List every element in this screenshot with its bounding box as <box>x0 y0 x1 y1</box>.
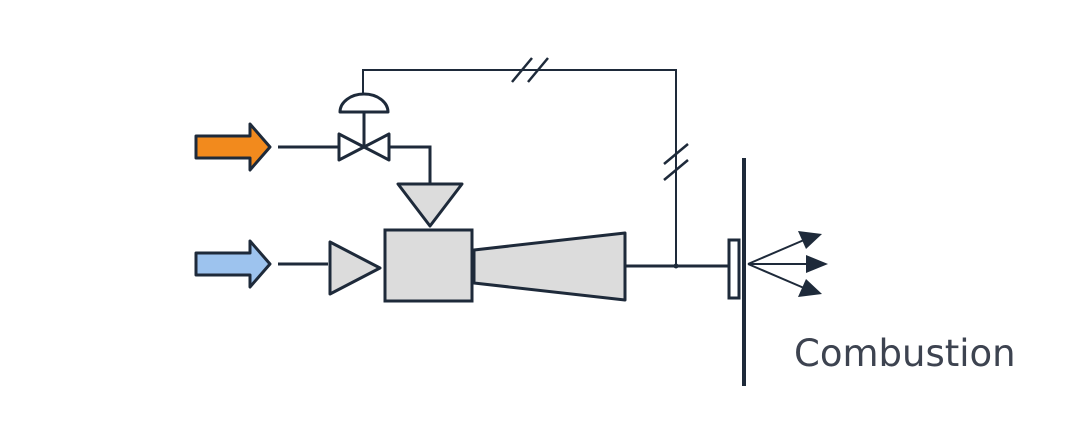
burner-head <box>727 238 741 300</box>
signal-line <box>362 69 677 266</box>
diaphragm-valve-icon <box>337 92 391 162</box>
signal-break-right <box>663 143 689 181</box>
fuel-inlet-arrow-icon <box>194 122 272 172</box>
air-inlet-arrow-icon <box>194 239 272 289</box>
diffuser-nozzle <box>472 231 627 302</box>
compressor-triangle-right-icon <box>328 240 382 296</box>
fuel-line-to-reducer <box>390 145 432 184</box>
signal-junction <box>673 263 679 269</box>
reducer-triangle-down-icon <box>396 182 464 228</box>
mixing-chamber <box>383 228 474 303</box>
signal-break-top <box>511 57 549 83</box>
spray-arrows-icon <box>747 231 828 297</box>
combustion-label: Combustion <box>794 332 1016 375</box>
